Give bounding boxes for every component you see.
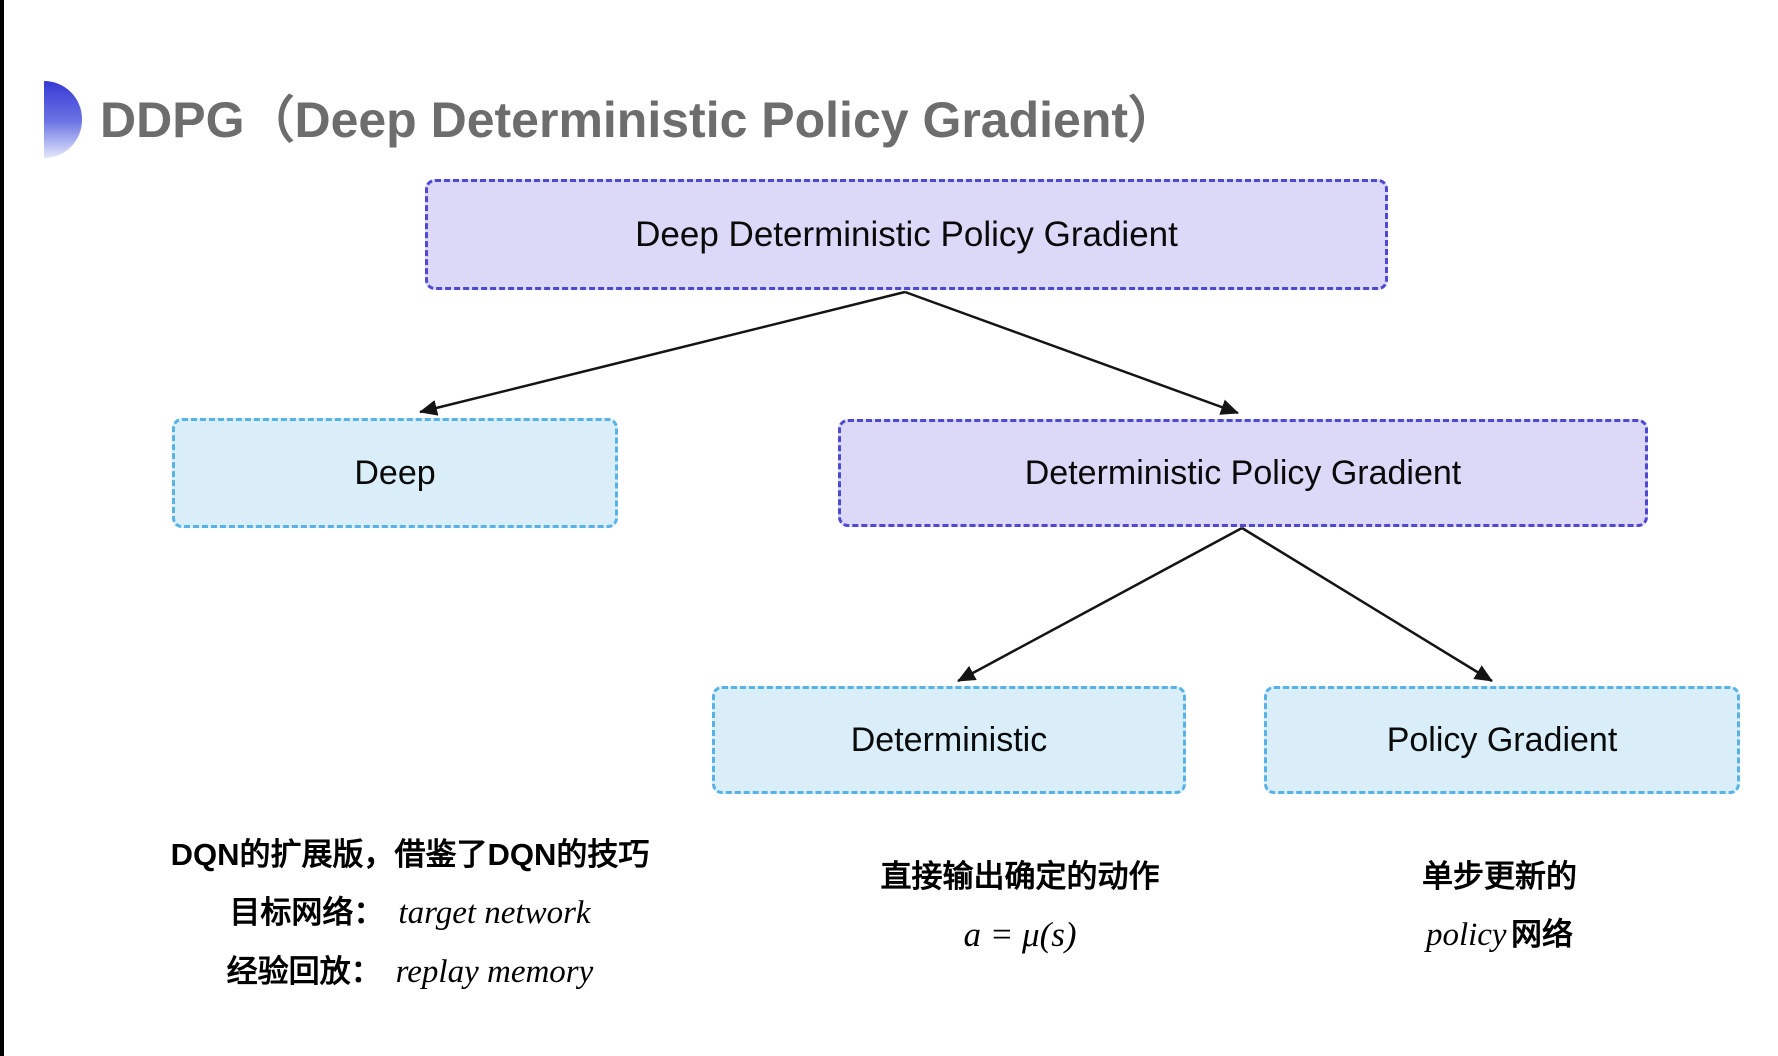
note-deep-line3: 经验回放： replay memory [120,953,700,991]
page-title: DDPG（Deep Deterministic Policy Gradient） [100,92,1179,148]
arrow-root-to-deep [419,290,906,416]
node-policy-gradient: Policy Gradient [1264,686,1740,794]
node-deep-deterministic-policy-gradient: Deep Deterministic Policy Gradient [425,179,1388,290]
note-deep-line3-zh: 经验回放： [226,954,382,989]
node-deep: Deep [172,418,618,528]
slide-left-edge-line [0,0,4,1056]
node-deterministic-policy-gradient: Deterministic Policy Gradient [838,419,1648,527]
node-deterministic: Deterministic [712,686,1186,794]
arrow-dpg-to-deterministic [957,526,1243,683]
note-pg-line2-en: policy [1425,917,1507,953]
node-dpg-label: Deterministic Policy Gradient [1024,453,1462,492]
node-deep-label: Deep [354,453,436,492]
note-deterministic: 直接输出确定的动作 a = μ(s) [820,858,1220,974]
note-deep-line2-zh: 目标网络： [229,895,385,930]
note-pg-line1: 单步更新的 [1422,859,1577,894]
node-policy-gradient-label: Policy Gradient [1386,720,1618,759]
note-deep-line1: DQN的扩展版，借鉴了DQN的技巧 [170,837,650,872]
note-pg-line2-zh: 网络 [1511,917,1574,952]
title-bullet-icon [44,81,82,158]
note-det-line1: 直接输出确定的动作 [880,859,1160,894]
note-pg-line2: policy 网络 [1357,916,1642,954]
note-policy-gradient: 单步更新的 policy 网络 [1357,858,1642,975]
node-root-label: Deep Deterministic Policy Gradient [635,214,1178,254]
note-deep-line3-en: replay memory [395,954,594,990]
arrow-root-to-dpg [904,290,1239,415]
note-deep-line2-en: target network [398,895,591,931]
note-deep: DQN的扩展版，借鉴了DQN的技巧 目标网络： target network 经验… [120,836,700,1012]
note-det-formula: a = μ(s) [963,915,1077,954]
node-deterministic-label: Deterministic [850,720,1048,759]
note-deep-line2: 目标网络： target network [120,894,700,932]
arrow-dpg-to-policy-gradient [1241,526,1493,683]
